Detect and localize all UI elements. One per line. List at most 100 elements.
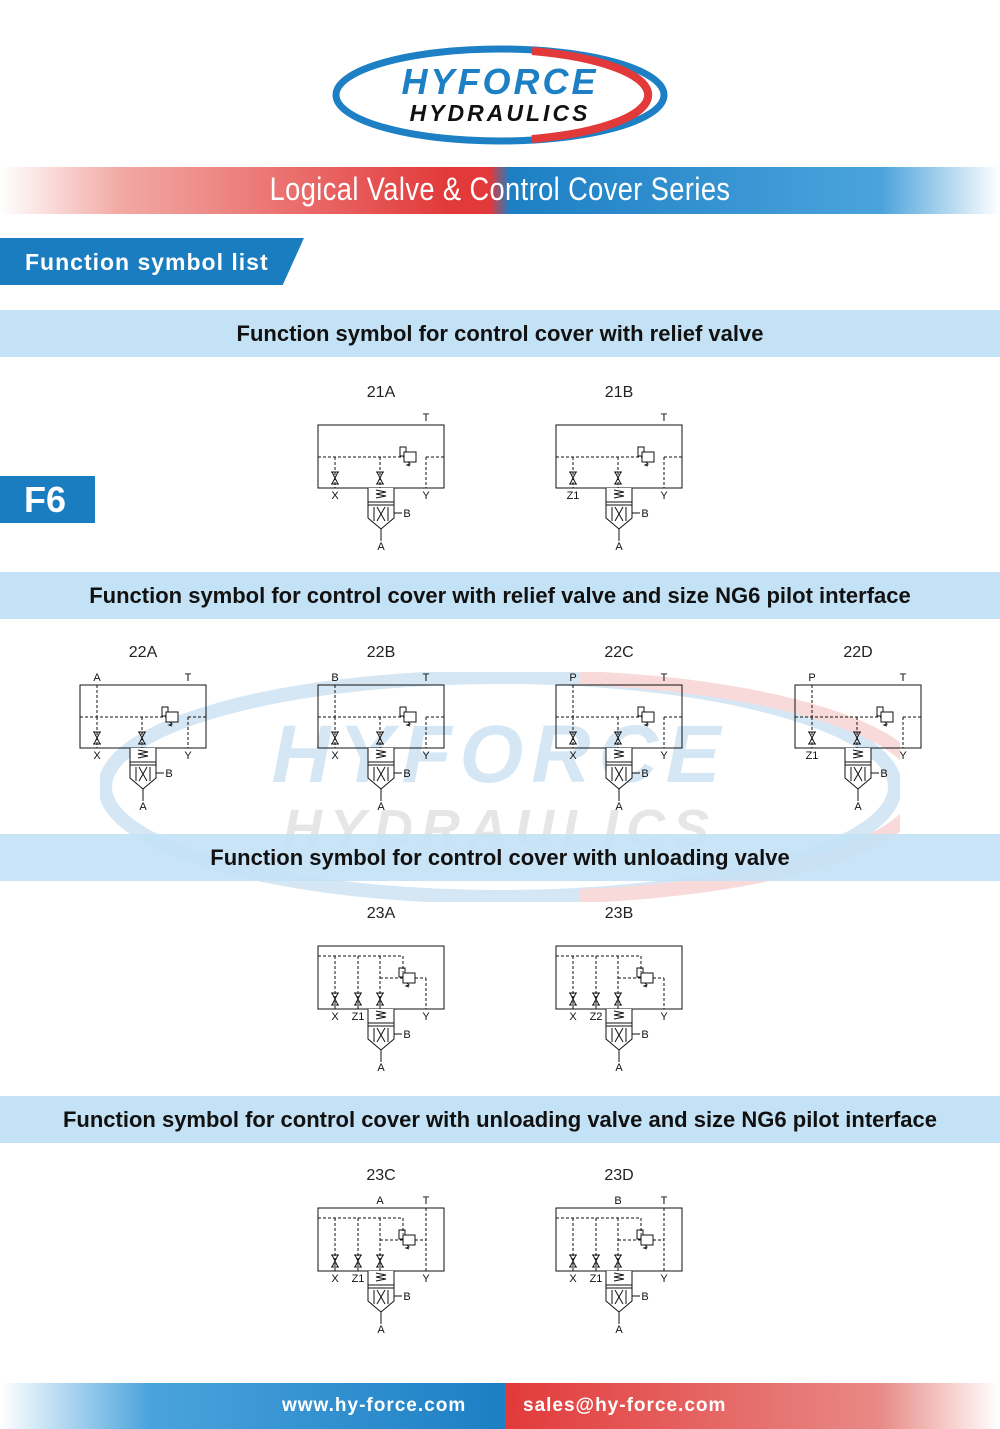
relief-valve-icon [880,711,894,723]
symbol-line [569,992,577,1006]
port-label-a: A [377,801,385,813]
port-label-a: A [377,1062,385,1074]
symbol-line [354,992,362,1006]
relief-valve-pilot [399,446,407,457]
port-label-top: A [93,672,101,684]
port-label-bottom: X [569,750,577,762]
symbol-line [808,731,816,745]
port-label-t: T [900,672,907,684]
cartridge-body [367,488,395,530]
port-label-a: A [615,1062,623,1074]
port-label-b: B [403,1029,410,1041]
port-label-bottom: X [93,750,101,762]
relief-valve-spring [404,1244,410,1250]
symbol-line [331,992,339,1006]
cartridge-body [605,488,633,530]
cartridge-body [605,748,633,790]
logo-text-hyforce: HYFORCE [401,61,598,102]
symbol-line [569,471,577,485]
page-badge: F6 [0,476,95,523]
port-label-bottom: Z1 [352,1011,365,1023]
symbol-line [614,766,624,782]
port-label-b: B [641,1029,648,1041]
cartridge-body [605,1009,633,1051]
port-label-bottom: X [569,1011,577,1023]
email-link[interactable]: sales@hy-force.com [523,1395,727,1416]
relief-valve-icon [403,451,417,463]
port-label-top: B [331,672,338,684]
symbol-line [376,506,386,522]
website-link[interactable]: www.hy-force.com [282,1395,467,1416]
port-label-t: T [185,672,192,684]
symbol-line [331,1254,339,1268]
relief-valve-spring [405,461,411,467]
port-label-b: B [880,768,887,780]
port-label-a: A [615,1324,623,1336]
port-label-bottom: X [331,490,339,502]
port-label-top: A [376,1195,384,1207]
relief-valve-spring [642,982,648,988]
cartridge-body [367,1009,395,1051]
relief-valve-icon [640,1234,654,1246]
symbol-line [376,992,384,1006]
port-label-top: P [569,672,576,684]
port-label-b: B [403,508,410,520]
port-label-y: Y [422,1011,430,1023]
port-label-top: P [808,672,815,684]
symbol-code: 22C [604,644,634,661]
port-label-t: T [423,412,430,424]
port-label-bottom: X [331,1273,339,1285]
relief-valve-pilot [399,706,407,717]
section-header-relief: Function symbol for control cover with r… [0,310,1000,357]
port-label-a: A [139,801,147,813]
relief-valve-icon [402,1234,416,1246]
port-label-b: B [403,768,410,780]
cartridge-spring [613,489,625,499]
relief-valve-icon [641,711,655,723]
port-label-b: B [403,1291,410,1303]
port-label-t: T [423,672,430,684]
section-tab-label: Function symbol list [25,249,269,275]
port-label-a: A [854,801,862,813]
relief-valve-pilot [637,706,645,717]
symbol-line [592,992,600,1006]
port-label-bottom: Z1 [352,1273,365,1285]
port-label-y: Y [660,490,668,502]
symbol-line [569,731,577,745]
symbol-code: 21A [366,384,396,401]
symbol-line [614,1254,622,1268]
series-title: Logical Valve & Control Cover Series [269,171,731,207]
section-header-relief-ng6: Function symbol for control cover with r… [0,572,1000,619]
port-label-top: B [614,1195,621,1207]
symbol-line [614,992,622,1006]
symbol-code: 23B [604,905,634,922]
port-label-bottom: X [569,1273,577,1285]
relief-valve-spring [643,461,649,467]
symbol-line [853,766,863,782]
relief-valve-icon [402,972,416,984]
relief-valve-pilot [637,446,645,457]
symbol-line [376,766,386,782]
relief-valve-pilot [636,1229,644,1240]
relief-valve-pilot [398,1229,406,1240]
port-label-t: T [423,1195,430,1207]
cartridge-body [844,748,872,790]
cartridge-spring [375,1272,387,1282]
symbol-line [376,731,384,745]
symbol-line [614,1289,624,1305]
